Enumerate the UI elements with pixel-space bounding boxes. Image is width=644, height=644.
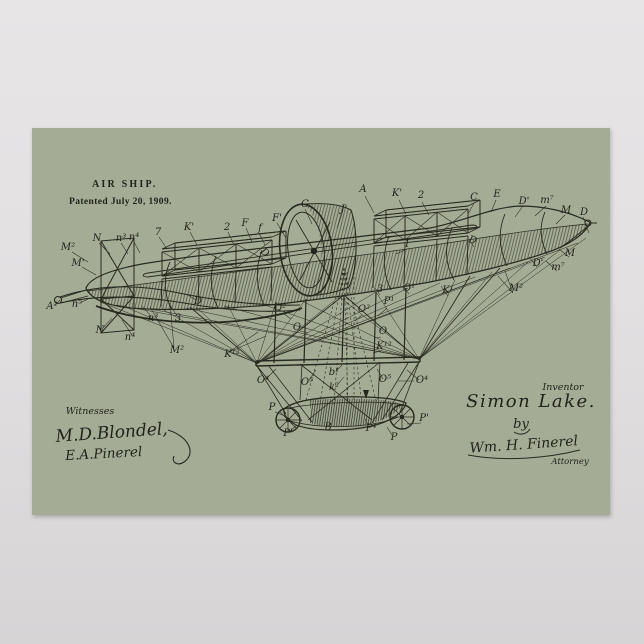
patent-date: Patented July 20, 1909. bbox=[69, 197, 172, 207]
part-label: O⁴ bbox=[257, 375, 269, 386]
part-label: F bbox=[241, 218, 250, 229]
right-truss-cell bbox=[372, 199, 481, 289]
patent-drawing-svg: AIR SHIP. Patented July 20, 1909. bbox=[45, 179, 597, 467]
part-label: M bbox=[560, 205, 572, 216]
part-label: 2 bbox=[417, 190, 424, 201]
part-label: O² bbox=[274, 303, 286, 314]
attorney-label: Attorney bbox=[550, 457, 589, 467]
part-label: m⁷ bbox=[540, 195, 554, 206]
part-label: D bbox=[193, 296, 202, 307]
patent-poster-print: AIR SHIP. Patented July 20, 1909. bbox=[32, 128, 610, 515]
witness-signature-1: M.D.Blondel, bbox=[54, 419, 168, 447]
part-label: P bbox=[390, 432, 398, 443]
part-label: P' bbox=[282, 428, 292, 439]
part-label: n⁴ bbox=[129, 232, 139, 243]
part-label: P⁴ bbox=[365, 423, 377, 434]
witnesses-block: Witnesses M.D.Blondel, E.A.Pinerel bbox=[54, 406, 191, 465]
witness-signature-2: E.A.Pinerel bbox=[64, 444, 143, 464]
attorney-signature: Wm. H. Finerel bbox=[469, 433, 578, 457]
part-label: b¹ bbox=[329, 367, 339, 378]
part-label: M' bbox=[71, 258, 85, 269]
part-label: M² bbox=[508, 283, 523, 294]
inventor-heading: Inventor bbox=[541, 382, 585, 393]
part-label: N bbox=[95, 325, 106, 336]
witnesses-heading: Witnesses bbox=[66, 406, 115, 417]
part-label: K' bbox=[183, 222, 194, 233]
part-label: G bbox=[301, 199, 309, 210]
signature-flourish bbox=[167, 429, 191, 465]
part-label: F' bbox=[271, 213, 282, 224]
part-label: O⁵ bbox=[379, 374, 391, 385]
part-label: O bbox=[293, 322, 301, 333]
part-label: C bbox=[470, 192, 478, 203]
part-label: O bbox=[379, 326, 387, 337]
part-label: M² bbox=[169, 345, 184, 356]
part-label: 1 bbox=[404, 239, 410, 250]
part-label: E bbox=[492, 189, 501, 200]
part-label: 7 bbox=[155, 227, 162, 238]
patent-title: AIR SHIP. bbox=[92, 179, 158, 190]
drop-cables-dashed bbox=[305, 267, 377, 405]
rigging-wires bbox=[99, 237, 587, 424]
part-label: K¹² bbox=[223, 349, 240, 360]
part-label: K¹² bbox=[375, 341, 392, 352]
part-label: P bbox=[268, 402, 276, 413]
part-label: K¹ bbox=[441, 285, 453, 296]
part-label: O¹ bbox=[403, 283, 415, 294]
part-label: D bbox=[466, 234, 478, 247]
title-block: AIR SHIP. Patented July 20, 1909. bbox=[69, 179, 172, 207]
part-label: m⁷ bbox=[551, 262, 565, 273]
part-label: J' bbox=[339, 204, 348, 215]
part-label: A² bbox=[45, 301, 57, 312]
part-label: O⁴ bbox=[416, 375, 428, 386]
part-label: A bbox=[358, 184, 366, 195]
part-label: k² bbox=[329, 382, 339, 393]
landing-wheel-right bbox=[389, 404, 415, 430]
part-label: O² bbox=[358, 304, 370, 315]
anchor-arrow bbox=[363, 390, 369, 399]
landing-wheel-left bbox=[275, 407, 301, 433]
part-label: 3 bbox=[175, 313, 181, 324]
part-label: K' bbox=[391, 188, 402, 199]
left-truss-cell bbox=[160, 230, 287, 308]
part-label: n⁵ bbox=[72, 299, 82, 310]
inventor-block: Inventor Simon Lake. by Wm. H. Finerel A… bbox=[466, 382, 596, 467]
part-label: n⁴ bbox=[125, 332, 135, 343]
part-label: D bbox=[579, 207, 588, 218]
part-label: N bbox=[92, 233, 103, 244]
inventor-name: Simon Lake. bbox=[466, 391, 596, 412]
part-label: O⁵ bbox=[301, 377, 313, 388]
part-label: M² bbox=[60, 242, 75, 253]
part-label: n³ bbox=[148, 313, 158, 324]
part-label: 2 bbox=[223, 222, 230, 233]
part-label: n³ bbox=[116, 233, 126, 244]
part-label: B bbox=[323, 422, 331, 433]
part-label: P' bbox=[418, 413, 428, 424]
part-label: P¹ bbox=[383, 296, 395, 307]
label-leader-lines bbox=[54, 195, 590, 436]
by-label: by bbox=[513, 417, 529, 432]
part-label: f bbox=[257, 223, 264, 234]
gondola-boat bbox=[283, 396, 407, 431]
part-label: 3 bbox=[377, 284, 383, 295]
part-label: D' bbox=[518, 196, 530, 207]
part-label: M bbox=[564, 248, 576, 259]
propeller-duct bbox=[278, 203, 357, 297]
part-label: D' bbox=[532, 258, 544, 269]
attorney-signature-flourish bbox=[467, 428, 581, 460]
